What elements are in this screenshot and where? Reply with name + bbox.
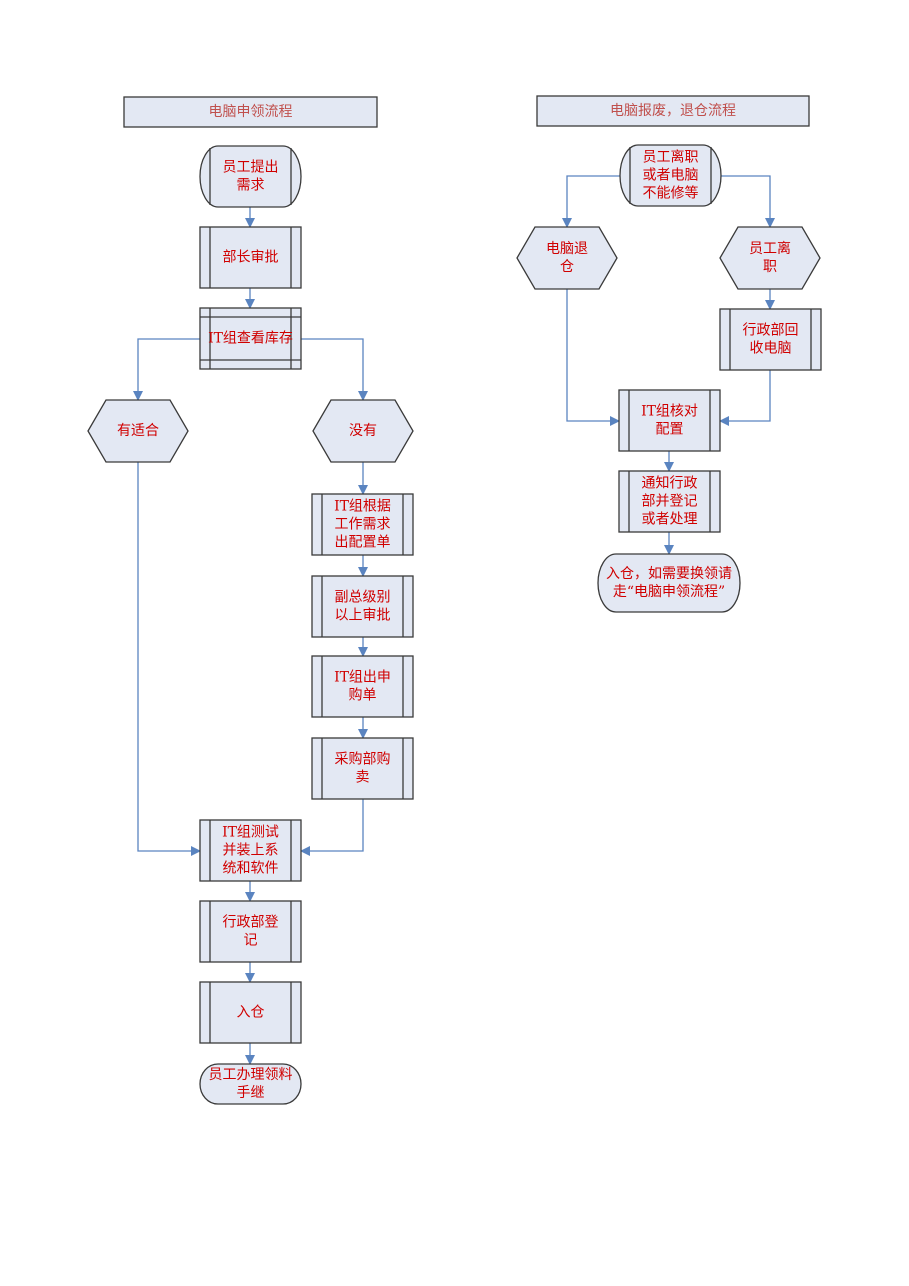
node-vp-approve-text: 以上审批: [335, 608, 391, 624]
node-check-stock: IT组查看库存: [199, 307, 302, 370]
left-title-box: [123, 96, 378, 128]
node-warehouse-text: 入仓: [237, 1005, 265, 1021]
node-purchase-request-text: 购单: [349, 688, 377, 704]
node-notify-admin-box: [618, 470, 721, 533]
node-resign-text: 职: [763, 259, 777, 275]
node-purchase-text: 采购部购: [335, 752, 391, 768]
node-resign: 员工离职: [719, 226, 821, 290]
arrow-rstart-return: [562, 175, 620, 228]
arrow-purchase-test: [300, 799, 364, 856]
node-admin-recover-text: 行政部回: [743, 323, 799, 339]
node-notify-admin-text: 或者处理: [642, 512, 698, 528]
node-admin-recover-box: [719, 308, 822, 371]
arrow-rstart-resign: [721, 175, 775, 228]
node-admin-recover-text: 收电脑: [750, 341, 792, 357]
arrow-check-none: [301, 338, 368, 401]
node-purchase-text: 卖: [356, 770, 370, 786]
node-return-stock-box: [516, 226, 618, 290]
node-resign-text: 员工离: [749, 240, 791, 257]
node-test-install-box: [199, 819, 302, 882]
arrow-check-suitable: [133, 338, 200, 401]
node-none: 没有: [312, 399, 414, 463]
node-retire-start-text: 或者电脑: [643, 168, 699, 184]
node-dept-approve-text: 部长审批: [223, 250, 279, 266]
node-test-install-text: 统和软件: [223, 861, 279, 877]
node-retire-end-text: 入仓，如需要换领请: [606, 565, 732, 582]
node-purchase-request-box: [311, 655, 414, 718]
node-dept-approve: 部长审批: [199, 226, 302, 289]
node-notify-admin-text: 部并登记: [642, 494, 698, 510]
arrow-suitable-test: [137, 462, 201, 856]
node-notify-admin-text: 通知行政: [642, 475, 698, 492]
node-warehouse-box: [199, 981, 302, 1044]
node-suitable: 有适合: [87, 399, 189, 463]
node-config-sheet-text: IT组根据: [334, 499, 391, 515]
node-purchase-box: [311, 737, 414, 800]
node-it-verify-text: 配置: [656, 422, 684, 438]
right-title-text: 电脑报废，退仓流程: [610, 103, 736, 119]
node-admin-register-text: 记: [244, 933, 258, 949]
node-retire-start-box: [619, 144, 722, 207]
node-config-sheet-text: 出配置单: [335, 535, 391, 551]
arrow-recover-verify: [719, 370, 771, 426]
node-retire-start-text: 员工离职: [643, 149, 699, 166]
node-admin-register-text: 行政部登: [223, 915, 279, 931]
node-check-stock-box: [199, 307, 302, 370]
left-title: 电脑申领流程: [123, 96, 378, 128]
node-return-stock-text: 仓: [560, 259, 574, 275]
node-vp-approve-text: 副总级别: [335, 590, 391, 606]
node-return-stock-text: 电脑退: [546, 241, 588, 257]
node-test-install-text: IT组测试: [222, 825, 279, 841]
node-suitable-text: 有适合: [117, 423, 159, 439]
node-check-stock-text: IT组查看库存: [208, 331, 293, 347]
node-suitable-box: [87, 399, 189, 463]
node-none-text: 没有: [349, 423, 377, 439]
node-resign-box: [719, 226, 821, 290]
node-handover-box: [199, 1063, 302, 1105]
node-handover-text: 员工办理领料: [209, 1067, 293, 1083]
node-start-request-box: [199, 145, 302, 208]
node-admin-register-box: [199, 900, 302, 963]
node-start-request-text: 需求: [237, 178, 265, 194]
node-none-box: [312, 399, 414, 463]
node-handover-text: 手继: [237, 1085, 265, 1101]
right-title-box: [536, 95, 810, 127]
node-vp-approve-box: [311, 575, 414, 638]
node-it-verify-box: [618, 389, 721, 452]
node-test-install-text: 并装上系: [223, 843, 279, 859]
node-it-verify-text: IT组核对: [641, 404, 698, 420]
left-title-text: 电脑申领流程: [209, 104, 293, 120]
node-dept-approve-box: [199, 226, 302, 289]
node-warehouse: 入仓: [199, 981, 302, 1044]
node-config-sheet-text: 工作需求: [335, 517, 391, 533]
node-retire-end-text: 走“电脑申领流程”: [613, 584, 725, 600]
node-start-request-text: 员工提出: [223, 160, 279, 176]
node-purchase-request-text: IT组出申: [334, 670, 391, 686]
arrow-return-verify: [566, 289, 620, 426]
node-retire-end-box: [597, 553, 741, 613]
connectors: [133, 175, 775, 1065]
node-config-sheet-box: [311, 493, 414, 556]
right-title: 电脑报废，退仓流程: [536, 95, 810, 127]
node-retire-start-text: 不能修等: [643, 185, 699, 202]
